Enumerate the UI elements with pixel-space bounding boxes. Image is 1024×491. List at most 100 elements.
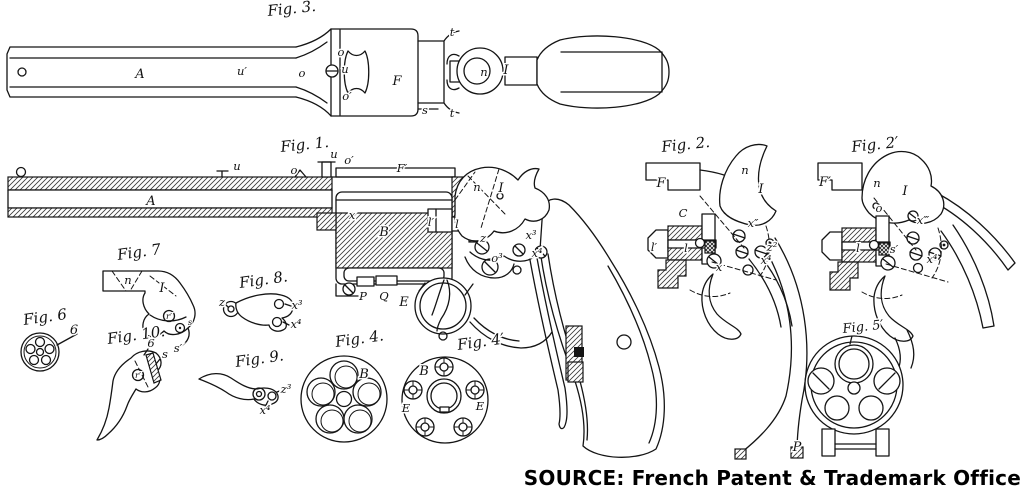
trigger bbox=[431, 279, 451, 332]
part-label: s bbox=[422, 103, 428, 117]
trigger bbox=[873, 275, 914, 342]
figure-5p-frame-front: Fig. 5′ P bbox=[790, 316, 904, 457]
part-label: z bbox=[479, 231, 487, 245]
part-label: x⁴ bbox=[760, 253, 771, 267]
frame-stub bbox=[817, 162, 863, 191]
part-label: l bbox=[684, 241, 688, 255]
part-label: x bbox=[349, 208, 356, 222]
part-label: x″ bbox=[748, 216, 759, 230]
part-label: n bbox=[741, 163, 748, 177]
part-label: u bbox=[233, 159, 240, 173]
part-label: z² bbox=[766, 240, 778, 254]
part-label: s bbox=[188, 318, 193, 328]
part-label: z³ bbox=[280, 382, 292, 396]
barrel-top-view bbox=[6, 46, 297, 98]
figure-label: Fig. 1. bbox=[279, 133, 330, 156]
figure-7-breech-piece: Fig. 7 n I r′ s s′ bbox=[102, 238, 196, 357]
figure-1-side-view: Fig. 1. o u u o′ F′ A n I x l′ l B z x³ … bbox=[7, 131, 665, 458]
part-label: l bbox=[856, 241, 860, 255]
part-label: x³ bbox=[291, 298, 302, 312]
primer-rosettes bbox=[403, 357, 485, 437]
figure-10-trigger-piece: Fig. 10. 6 s r′ bbox=[96, 321, 170, 441]
part-label: I bbox=[502, 63, 509, 78]
figure-label: Fig. 4′ bbox=[455, 329, 506, 354]
part-label: t bbox=[450, 25, 455, 39]
part-label: C bbox=[679, 206, 688, 220]
part-label: r′ bbox=[166, 312, 172, 322]
figure-2p-lock-detail: Fig. 2′ F′ n I o l x‴ s′ x⁴ bbox=[817, 132, 1016, 371]
part-label: o bbox=[338, 45, 345, 59]
figure-label: Fig. 9. bbox=[233, 346, 285, 371]
trigger bbox=[701, 273, 742, 340]
figure-8-link: Fig. 8. z x³ x⁴ bbox=[216, 266, 304, 333]
part-label: E bbox=[401, 401, 411, 415]
part-label: x bbox=[716, 260, 723, 274]
part-label: F bbox=[655, 176, 666, 191]
part-label: o bbox=[299, 66, 306, 80]
figure-label: Fig. 7 bbox=[115, 240, 162, 264]
part-label: x⁴ bbox=[926, 252, 937, 266]
part-label: B bbox=[358, 367, 369, 382]
cross-cutout bbox=[343, 50, 370, 94]
part-label: u bbox=[330, 147, 337, 161]
barrel bbox=[7, 189, 333, 209]
part-label: I bbox=[497, 181, 504, 196]
hammer bbox=[718, 143, 777, 227]
base-pin-boss bbox=[316, 212, 337, 231]
part-label: o′ bbox=[344, 153, 354, 167]
part-label: P bbox=[792, 440, 802, 455]
part-label: B bbox=[378, 225, 389, 240]
grip-screw bbox=[616, 334, 632, 350]
part-label: n bbox=[124, 273, 131, 287]
source-credit: SOURCE: French Patent & Trademark Office bbox=[523, 466, 1021, 490]
stand-leg bbox=[875, 428, 890, 457]
part-label: I bbox=[158, 281, 165, 296]
part-label: l′ bbox=[428, 215, 435, 229]
part-label: x⁴ bbox=[290, 317, 301, 331]
part-label: F bbox=[391, 74, 402, 89]
part-label: x³ bbox=[525, 228, 536, 242]
part-label: 6 bbox=[70, 323, 78, 338]
part-label: 6 bbox=[147, 336, 154, 350]
part-label: F′ bbox=[818, 175, 831, 190]
part-label: t bbox=[450, 106, 455, 120]
hammer-block-top-view bbox=[504, 56, 538, 86]
grip bbox=[539, 198, 665, 458]
part-label: B bbox=[418, 364, 429, 379]
part-label: x‴ bbox=[917, 213, 929, 227]
part-label: n bbox=[873, 176, 880, 190]
figure-label: Fig. 3. bbox=[266, 0, 317, 20]
part-label: o bbox=[291, 163, 298, 177]
part-label: o bbox=[876, 201, 883, 215]
part-label: A bbox=[134, 67, 144, 82]
spring-band-lower bbox=[940, 224, 995, 329]
guard-strut bbox=[469, 317, 553, 349]
stand-leg bbox=[821, 428, 836, 457]
grip-top-view bbox=[536, 35, 670, 109]
figure-label: Fig. 10. bbox=[105, 322, 166, 348]
sear-links bbox=[464, 251, 536, 279]
part-label: A bbox=[145, 194, 155, 209]
bolt-channel bbox=[667, 239, 717, 249]
barrel-bore bbox=[834, 344, 874, 384]
part-label: P bbox=[358, 289, 367, 303]
part-label: r′ bbox=[135, 371, 141, 381]
part-label: x⁴ bbox=[259, 403, 270, 417]
figure-3-top-view: Fig. 3. A u′ o o u o′ F t s t n I bbox=[6, 0, 670, 122]
part-label: l bbox=[455, 217, 459, 231]
hammer bbox=[861, 150, 945, 225]
part-label: F′ bbox=[396, 161, 408, 175]
part-label: I bbox=[901, 184, 908, 199]
mainspring bbox=[529, 257, 568, 430]
part-label: Q bbox=[379, 289, 389, 303]
figure-label: Fig. 8. bbox=[237, 267, 289, 292]
part-label: z bbox=[218, 295, 226, 309]
barrel-rib bbox=[7, 176, 333, 191]
part-label: s bbox=[162, 347, 168, 361]
part-label: u′ bbox=[237, 64, 247, 78]
part-label: I bbox=[757, 182, 764, 197]
figure-label: Fig. 6 bbox=[21, 305, 68, 329]
part-label: x⁴ bbox=[531, 246, 542, 260]
part-label: o³ bbox=[491, 251, 503, 265]
